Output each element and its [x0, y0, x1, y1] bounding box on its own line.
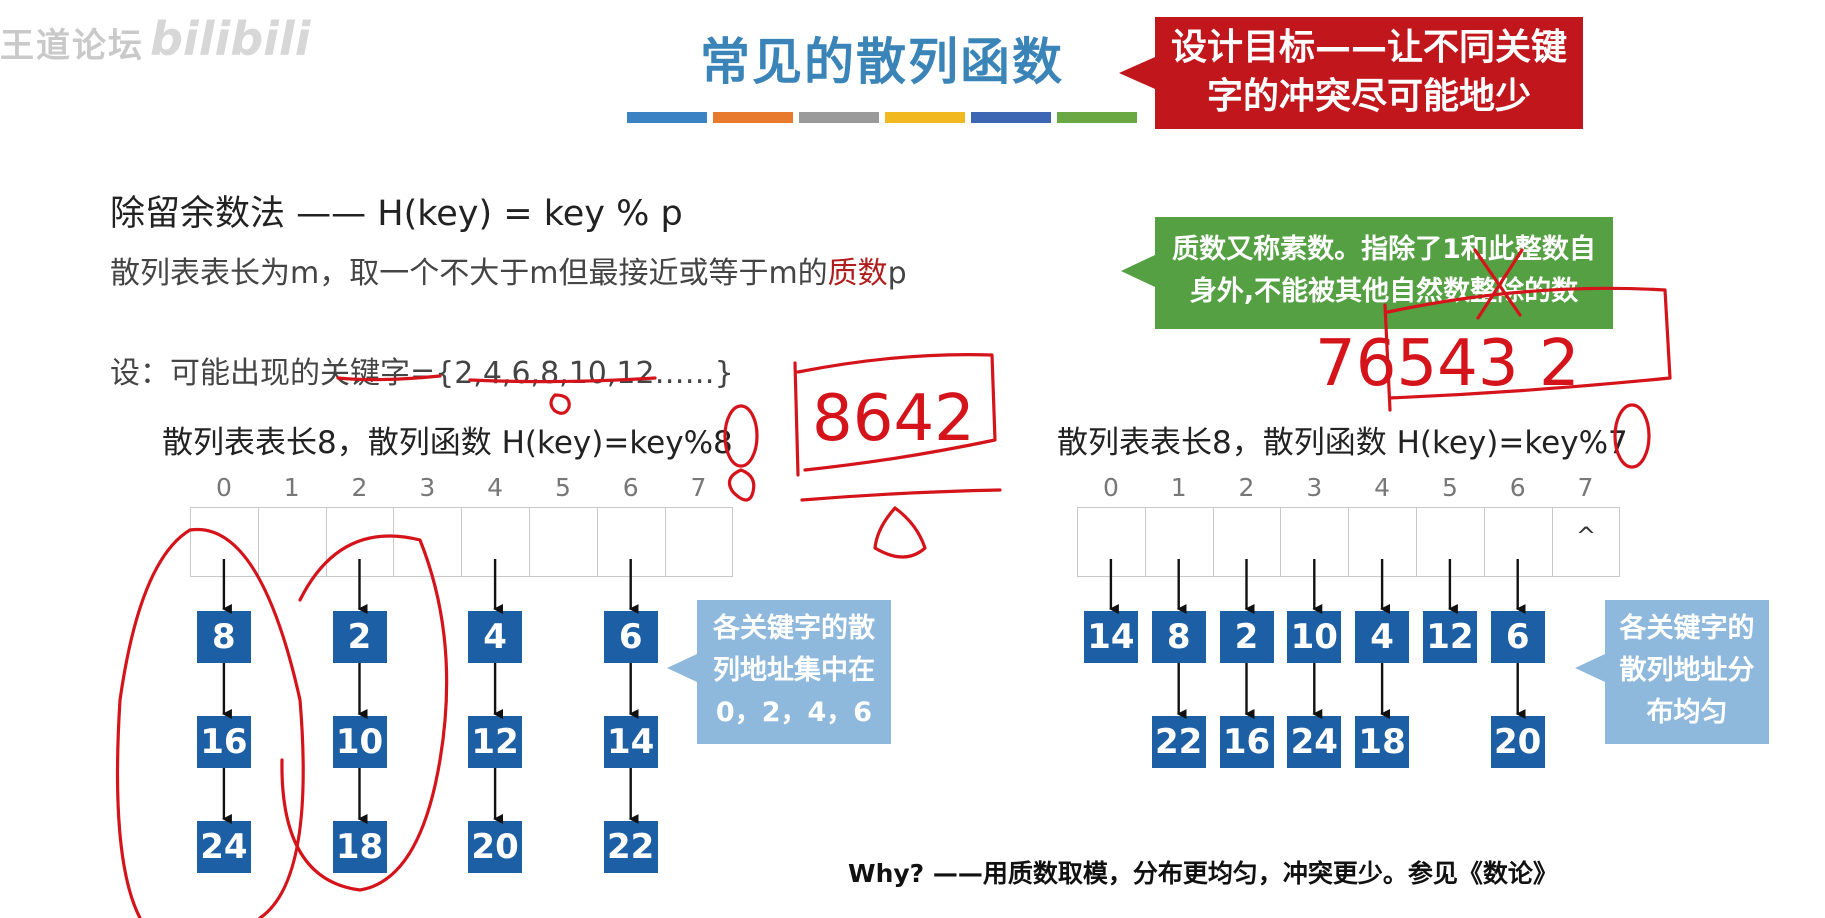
- left-callout-line2: 列地址集中在: [713, 655, 875, 686]
- column0-loop: [115, 527, 305, 918]
- left-node-18: 18: [332, 821, 387, 873]
- description-tail: p: [887, 256, 907, 291]
- strike-x-1: [1473, 248, 1522, 317]
- left-index-0: 0: [215, 473, 232, 502]
- design-goal-line1: 设计目标——让不同关键: [1170, 27, 1567, 68]
- right-index-7: 7: [1577, 473, 1594, 502]
- title-underline-stripes: [627, 112, 1137, 123]
- page-title: 常见的散列函数: [700, 33, 1064, 91]
- set-underline: [468, 376, 657, 384]
- left-8-scribble: [727, 468, 756, 502]
- why-explanation: Why? ——用质数取模，分布更均匀，冲突更少。参见《数论》: [848, 859, 1558, 888]
- left-slot-1: [257, 507, 327, 577]
- left-index-4: 4: [487, 473, 504, 502]
- left-node-2: 2: [332, 611, 387, 663]
- left-node-8: 8: [196, 611, 251, 663]
- left-slot-7: [664, 507, 734, 577]
- left-node-16: 16: [196, 716, 251, 768]
- right-node-14: 14: [1083, 611, 1138, 663]
- right-modulus-circle: [1613, 403, 1651, 469]
- method-heading: 除留余数法 —— H(key) = key % p: [110, 194, 683, 234]
- title-stripe-3: [885, 112, 965, 123]
- right-index-6: 6: [1509, 473, 1526, 502]
- title-stripe-2: [799, 112, 879, 123]
- right-callout-line3: 布均匀: [1646, 697, 1728, 728]
- left-table-label: 散列表表长8，散列函数 H(key)=key%8: [162, 425, 733, 461]
- right-index-2: 2: [1238, 473, 1255, 502]
- right-index-4: 4: [1374, 473, 1391, 502]
- left-callout-line3: 0，2，4，6: [715, 697, 873, 728]
- keys-underline: [336, 374, 442, 382]
- right-empty-mark: ^: [1575, 522, 1597, 550]
- prime-definition-line1: 质数又称素数。指除了1和此整数自: [1172, 234, 1596, 265]
- left-distribution-callout: 各关键字的散 列地址集中在 0，2，4，6: [667, 600, 891, 744]
- right-index-0: 0: [1102, 473, 1119, 502]
- watermark-text: 王道论坛: [0, 26, 144, 66]
- title-stripe-5: [1057, 112, 1137, 123]
- right-callout-line1: 各关键字的: [1619, 613, 1755, 644]
- base-scribble: [873, 506, 927, 559]
- right-node-22: 22: [1151, 716, 1206, 768]
- left-node-24: 24: [196, 821, 251, 873]
- left-index-6: 6: [622, 473, 639, 502]
- right-box-76543: [1383, 286, 1672, 412]
- left-node-20: 20: [468, 821, 523, 873]
- right-node-16: 16: [1219, 716, 1274, 768]
- box-8642: [793, 353, 997, 477]
- left-index-5: 5: [554, 473, 571, 502]
- left-node-22: 22: [603, 821, 658, 873]
- right-index-3: 3: [1306, 473, 1323, 502]
- box-underline: [800, 488, 1002, 502]
- title-stripe-1: [713, 112, 793, 123]
- left-index-3: 3: [419, 473, 436, 502]
- right-callout-line2: 散列地址分: [1619, 655, 1755, 686]
- right-node-4: 4: [1355, 611, 1410, 663]
- handwritten-76543-2: 76543 2: [1315, 327, 1580, 401]
- keys-set-line: 设：可能出现的关键字={2,4,6,8,10,12……}: [110, 356, 734, 391]
- title-stripe-4: [971, 112, 1051, 123]
- left-node-6: 6: [603, 611, 658, 663]
- left-modulus-circle: [723, 404, 759, 468]
- small-zero-mark: [549, 393, 571, 415]
- right-node-10: 10: [1287, 611, 1342, 663]
- right-slot-7: ^: [1551, 507, 1621, 577]
- column2-loop: [280, 534, 449, 892]
- right-index-5: 5: [1441, 473, 1458, 502]
- right-node-2: 2: [1219, 611, 1274, 663]
- left-index-2: 2: [351, 473, 368, 502]
- left-node-14: 14: [603, 716, 658, 768]
- left-index-7: 7: [690, 473, 707, 502]
- title-stripe-0: [627, 112, 707, 123]
- right-node-18: 18: [1355, 716, 1410, 768]
- right-distribution-callout: 各关键字的 散列地址分 布均匀: [1575, 600, 1769, 744]
- handwritten-8642: 8642: [812, 382, 975, 456]
- left-node-10: 10: [332, 716, 387, 768]
- right-table-label: 散列表表长8，散列函数 H(key)=key%7: [1057, 425, 1628, 461]
- left-node-12: 12: [468, 716, 523, 768]
- right-node-6: 6: [1490, 611, 1545, 663]
- description-highlight-prime: 质数: [827, 256, 888, 291]
- design-goal-line2: 字的冲突尽可能地少: [1206, 76, 1531, 117]
- right-node-8: 8: [1151, 611, 1206, 663]
- right-index-1: 1: [1170, 473, 1187, 502]
- left-callout-line1: 各关键字的散: [713, 613, 875, 644]
- description-text: 散列表表长为m，取一个不大于m但最接近或等于m的: [110, 256, 828, 291]
- strike-x-2: [1476, 248, 1524, 320]
- left-node-4: 4: [468, 611, 523, 663]
- right-node-24: 24: [1287, 716, 1342, 768]
- left-index-1: 1: [283, 473, 300, 502]
- method-description: 散列表表长为m，取一个不大于m但最接近或等于m的质数p: [110, 248, 907, 292]
- right-node-12: 12: [1422, 611, 1477, 663]
- bilibili-logo-watermark: bilibili: [150, 12, 311, 66]
- design-goal-callout: 设计目标——让不同关键 字的冲突尽可能地少: [1119, 17, 1583, 129]
- right-node-20: 20: [1490, 716, 1545, 768]
